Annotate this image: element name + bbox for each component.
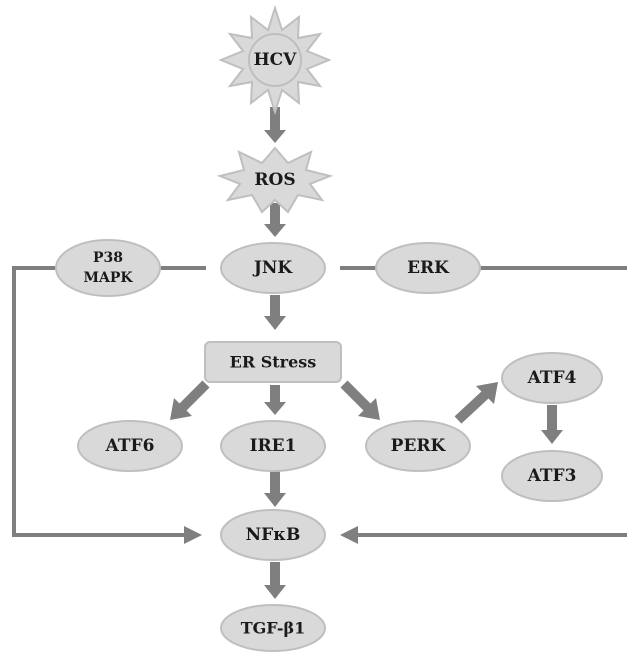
ire1-node: IRE1 — [220, 420, 326, 472]
side-connectors — [12, 266, 627, 544]
nfkb-label: NFκB — [246, 525, 301, 545]
ire1-to-nfkb-arrow — [264, 470, 286, 507]
atf4-label: ATF4 — [527, 368, 577, 388]
nfkb-node: NFκB — [220, 509, 326, 561]
perk-label: PERK — [391, 436, 447, 456]
p38-to-nfkb-arrowhead — [184, 526, 202, 544]
hcv-label: HCV — [254, 50, 298, 70]
tgfb1-label: TGF-β1 — [241, 619, 306, 638]
p38-mapk-node: P38 MAPK — [55, 239, 161, 297]
hcv-to-ros-arrow — [264, 107, 286, 143]
er-stress-to-atf6-arrow — [170, 380, 210, 420]
p38-to-nfkb-line — [12, 266, 188, 537]
hcv-node: HCV — [218, 4, 332, 116]
flow-arrows — [170, 107, 563, 599]
er-stress-label: ER Stress — [230, 353, 317, 372]
ros-to-jnk-arrow — [264, 203, 286, 237]
p38-label-line2: MAPK — [83, 270, 133, 286]
right-to-nfkb-arrowhead — [340, 526, 358, 544]
jnk-node: JNK — [220, 242, 326, 294]
atf4-node: ATF4 — [501, 352, 603, 404]
atf3-node: ATF3 — [501, 450, 603, 502]
er-stress-to-ire1-arrow — [264, 385, 286, 415]
jnk-to-er-stress-arrow — [264, 295, 286, 330]
p38-label-line1: P38 — [93, 250, 123, 266]
ros-node: ROS — [216, 146, 334, 214]
erk-node: ERK — [375, 242, 481, 294]
jnk-label: JNK — [252, 258, 294, 278]
ros-label: ROS — [254, 170, 295, 190]
atf6-node: ATF6 — [77, 420, 183, 472]
erk-label: ERK — [407, 258, 450, 278]
atf6-label: ATF6 — [105, 436, 155, 456]
er-stress-to-perk-arrow — [340, 380, 380, 420]
er-stress-node: ER Stress — [204, 341, 342, 383]
atf3-label: ATF3 — [527, 466, 577, 486]
explosion-shape — [216, 146, 334, 214]
nfkb-to-tgfb1-arrow — [264, 562, 286, 599]
perk-to-atf4-arrow — [454, 382, 498, 424]
tgfb1-node: TGF-β1 — [220, 604, 326, 652]
ire1-label: IRE1 — [250, 436, 297, 456]
perk-node: PERK — [365, 420, 471, 472]
atf4-to-atf3-arrow — [541, 405, 563, 444]
